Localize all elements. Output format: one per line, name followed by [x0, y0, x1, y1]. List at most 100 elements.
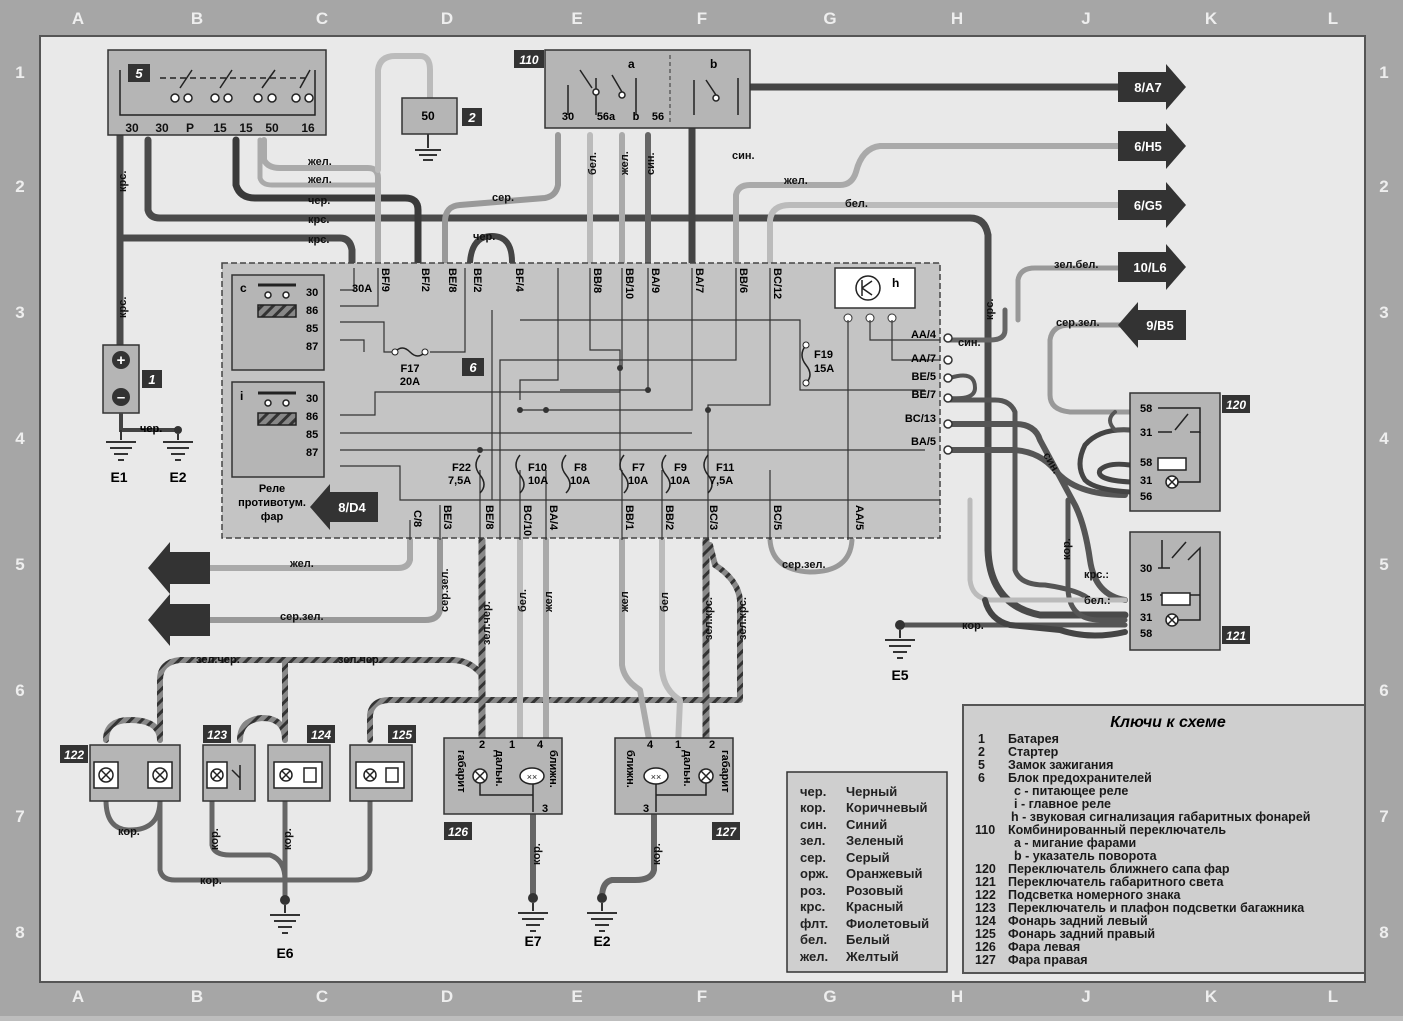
combination-switch-badge — [514, 50, 544, 68]
grid-row-label: 2 — [15, 177, 24, 196]
transistor-icon — [855, 275, 881, 301]
wire-ign15-cher — [232, 136, 422, 266]
switch-120-contacts-icon — [1157, 407, 1201, 489]
key-text: Блок предохранителей — [1008, 771, 1152, 785]
wire-label: кор. — [282, 828, 294, 850]
pin-label: 58 — [1140, 457, 1152, 469]
pin-label: 1 — [675, 739, 681, 751]
pin-label: 31 — [1140, 612, 1152, 624]
junction-dots — [477, 365, 711, 453]
lamp-icon — [355, 761, 405, 789]
key-num: 110 — [975, 823, 995, 837]
pin-label: BE/5 — [912, 371, 936, 383]
lamp-label-gabarit: габарит — [455, 750, 467, 793]
terminal-label: 15 — [213, 121, 227, 135]
pin-label: BE/7 — [912, 389, 936, 401]
keys-panel-box — [962, 704, 1366, 974]
key-num: 1 — [978, 732, 985, 746]
switch-120-number: 120 — [1226, 398, 1246, 412]
key-num: 6 — [978, 771, 985, 785]
pin-label: BB/8 — [591, 268, 603, 293]
keys-rows: 1 Батарея 2 Стартер 5 Замок зажигания 6 … — [975, 732, 1310, 967]
switch-121-contacts-icon — [1158, 540, 1201, 627]
starter-number: 2 — [467, 110, 476, 125]
key-text: а - мигание фарами — [1014, 836, 1136, 850]
grid-row-label: 6 — [1379, 681, 1388, 700]
wire-bel-6G5 — [767, 202, 1123, 265]
color-legend-rows: чер. Черный кор. Коричневый син. Синий з… — [799, 784, 929, 964]
wire-label: син. — [732, 150, 755, 162]
wire-label: сер. — [492, 192, 514, 204]
wire-label: зел.чер. — [196, 654, 240, 666]
color-legend-box — [786, 771, 948, 973]
starter-body — [401, 97, 458, 135]
switch-121-number: 121 — [1226, 629, 1246, 643]
fuse-rating: 20A — [400, 376, 420, 388]
wire-serzel-bc5 — [767, 537, 855, 575]
pin-label: 1 — [509, 739, 515, 751]
connector-arrows: 8/A7 6/H5 6/G5 10/L6 9/B5 8/D4 — [148, 64, 1186, 646]
fusebox-right-pin-dots — [943, 333, 953, 455]
relay-caption-line2: противотум. — [238, 497, 306, 509]
ground-connector — [528, 893, 538, 903]
pin-label: 30 — [1140, 563, 1152, 575]
pin-label: BF/2 — [419, 268, 431, 292]
fuse-name: F8 — [574, 462, 587, 474]
legend-abbr: флт. — [800, 916, 828, 931]
legend-abbr: кор. — [800, 800, 826, 815]
grid-col-label: L — [1328, 9, 1338, 28]
pin-label: BA/7 — [693, 268, 705, 293]
ground-e7: E7 — [518, 893, 548, 949]
key-num: 124 — [975, 914, 996, 928]
grid-col-label: H — [951, 987, 963, 1006]
fuse-icon — [703, 454, 713, 494]
fuse-name: F7 — [632, 462, 645, 474]
pin-label: 30A — [352, 283, 372, 295]
arrow-right-icon — [1118, 64, 1186, 110]
fuse-name: F10 — [528, 462, 547, 474]
battery: + – 1 — [102, 344, 175, 432]
fuse-box-badge — [462, 358, 484, 376]
pin-label: 15 — [1140, 592, 1152, 604]
ground-e6: E6 — [270, 895, 300, 961]
pin-label: BA/4 — [547, 505, 559, 531]
headlamp-127-bulbs-icon: ×× — [643, 767, 714, 812]
grid-columns-bottom: A B C D E F G H J K L — [72, 987, 1338, 1006]
relay-i — [231, 381, 325, 478]
grid-columns-top: A B C D E F G H J K L — [72, 9, 1338, 28]
lamp-123: 123 — [202, 725, 256, 802]
grid-col-label: D — [441, 9, 453, 28]
svg-text:××: ×× — [527, 772, 538, 782]
connector-10L6: 10/L6 — [1118, 244, 1186, 290]
legend-name: Белый — [846, 932, 890, 947]
relay-caption-line3: фар — [261, 511, 284, 523]
wire-bc13 — [947, 421, 1128, 603]
connector-label: 6/H5 — [1134, 139, 1161, 154]
wire-label: кор. — [118, 826, 140, 838]
headlamp-right-127: 127 4 1 2 3 ×× ближн. дальн. габарит — [614, 737, 740, 840]
fuse-rating: 15A — [814, 363, 834, 375]
terminal-label: 30 — [155, 121, 169, 135]
wire-label: жел. — [619, 151, 631, 176]
fuse-f19: F19 15A — [801, 341, 834, 387]
wire-labels: крс. крс. жел. жел. чер. крс. крс. сер. … — [117, 150, 1111, 887]
key-text: Замок зажигания — [1008, 758, 1113, 772]
grid-row-label: 7 — [1379, 807, 1388, 826]
wire-120-lower — [1108, 410, 1132, 432]
switch-lamp-icon — [206, 761, 241, 790]
wire-label: кор. — [651, 843, 663, 865]
color-legend: чер. Черный кор. Коричневый син. Синий з… — [786, 771, 948, 973]
ignition-switch: 5 30 30 P 15 15 50 16 — [107, 49, 327, 136]
wire-label: крс. — [308, 234, 329, 246]
lamp-label-blizhn: ближн. — [547, 750, 559, 788]
grid-col-label: E — [571, 987, 582, 1006]
terminal-label: 16 — [301, 121, 315, 135]
ignition-switch-contacts-icon — [119, 69, 316, 116]
switch-120: 120 58 31 58 31 56 — [1129, 392, 1250, 512]
legend-abbr: орж. — [800, 866, 829, 881]
grid-col-label: A — [72, 987, 84, 1006]
wire-serzel-9B5 — [1047, 322, 1133, 415]
key-text: b - указатель поворота — [1014, 849, 1158, 863]
fuse-icon — [801, 344, 811, 384]
